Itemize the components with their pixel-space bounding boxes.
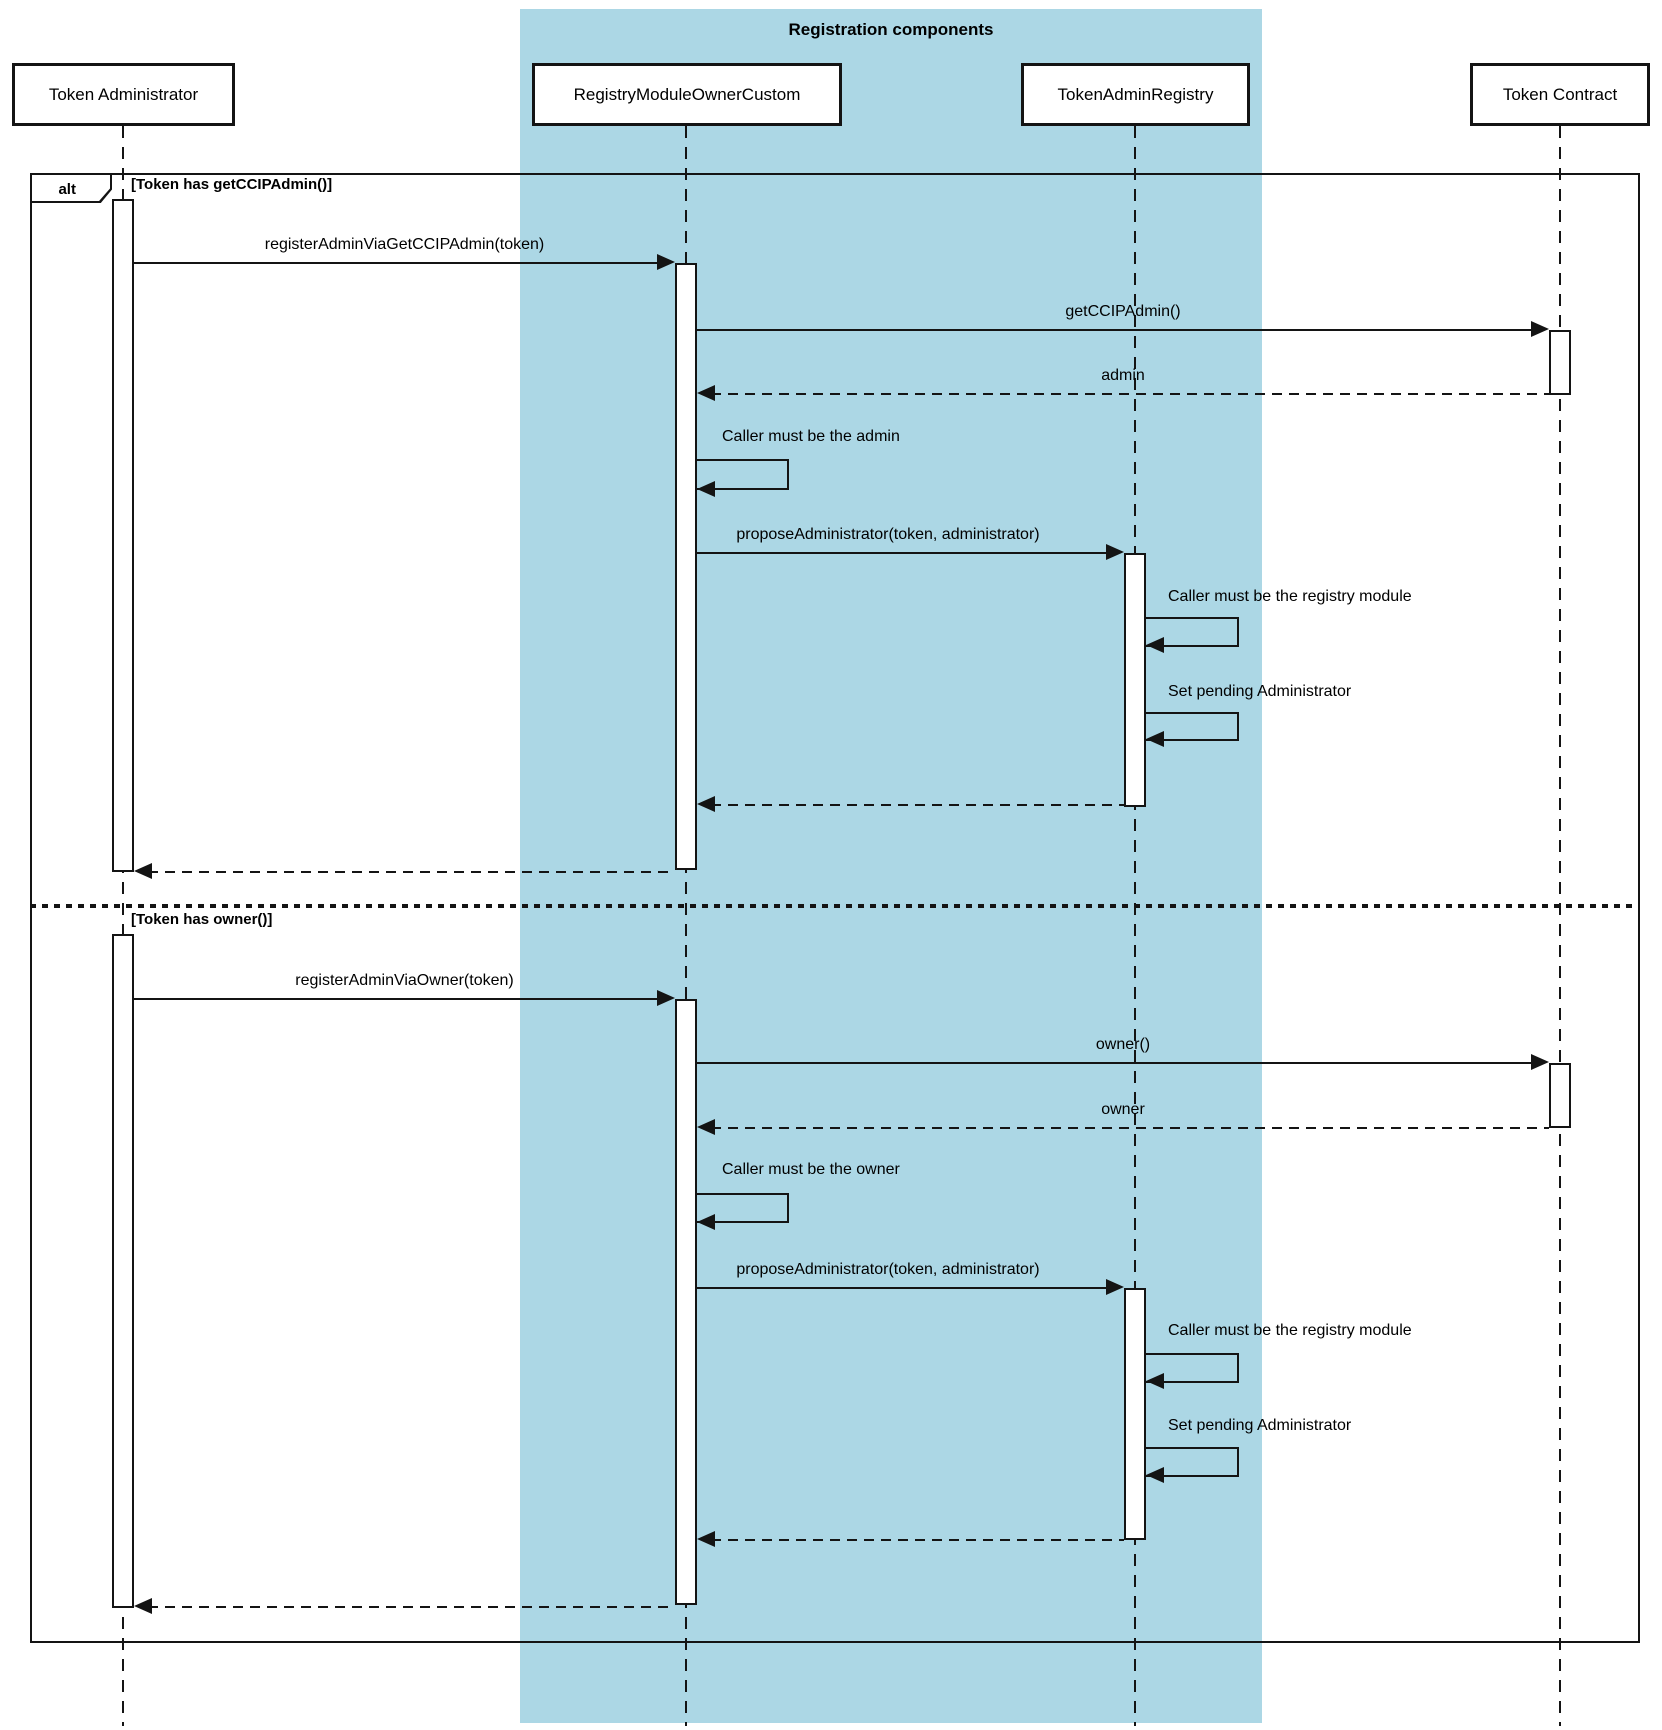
arrowhead-icon bbox=[1106, 1279, 1124, 1295]
lifeline-token-administrator bbox=[122, 126, 124, 1726]
message-label: Set pending Administrator bbox=[1168, 683, 1352, 700]
return-line-tar-to-rmoc-2 bbox=[711, 1539, 1124, 1541]
participant-token-admin-registry: TokenAdminRegistry bbox=[1021, 63, 1250, 126]
message-label: registerAdminViaOwner(token) bbox=[295, 972, 514, 989]
arrowhead-icon bbox=[1146, 637, 1164, 653]
activation-rmoc-1 bbox=[675, 263, 697, 870]
message-line-register-admin-via-owner bbox=[134, 998, 661, 1000]
guard-has-owner: [Token has owner()] bbox=[131, 911, 273, 928]
self-message-loop bbox=[1146, 1447, 1239, 1477]
arrowhead-icon bbox=[697, 1119, 715, 1135]
alt-section-divider bbox=[30, 904, 1640, 908]
group-title: Registration components bbox=[788, 20, 994, 39]
alt-operator-tab-fill bbox=[32, 175, 110, 201]
activation-rmoc-2 bbox=[675, 999, 697, 1605]
alt-operator-tab: alt bbox=[32, 175, 112, 203]
arrowhead-icon bbox=[1531, 321, 1549, 337]
participant-token-administrator: Token Administrator bbox=[12, 63, 235, 126]
arrowhead-icon bbox=[697, 481, 715, 497]
arrowhead-icon bbox=[1146, 1373, 1164, 1389]
guard-get-ccip-admin: [Token has getCCIPAdmin()] bbox=[131, 176, 333, 193]
arrowhead-icon bbox=[134, 863, 152, 879]
self-message-loop bbox=[1146, 712, 1239, 741]
return-line-rmoc-to-admin bbox=[148, 871, 675, 873]
message-label: Caller must be the owner bbox=[722, 1161, 900, 1178]
arrowhead-icon bbox=[1146, 1467, 1164, 1483]
message-label: getCCIPAdmin() bbox=[1065, 303, 1181, 320]
message-line-owner bbox=[697, 1062, 1535, 1064]
lifeline-token-admin-registry bbox=[1134, 126, 1136, 1726]
arrowhead-icon bbox=[697, 385, 715, 401]
message-line-propose-administrator bbox=[697, 552, 1110, 554]
lifeline-registry-module-owner-custom bbox=[685, 126, 687, 1726]
participant-label: RegistryModuleOwnerCustom bbox=[573, 84, 801, 104]
message-line-get-ccip-admin bbox=[697, 329, 1535, 331]
return-line-admin bbox=[711, 393, 1549, 395]
arrowhead-icon bbox=[697, 796, 715, 812]
message-label: owner bbox=[1101, 1101, 1145, 1118]
message-label: Caller must be the registry module bbox=[1168, 1322, 1412, 1339]
message-label: admin bbox=[1101, 367, 1145, 384]
alt-frame bbox=[30, 173, 1640, 1643]
participant-label: TokenAdminRegistry bbox=[1057, 84, 1214, 104]
participant-label: Token Contract bbox=[1502, 84, 1618, 104]
participant-token-contract: Token Contract bbox=[1470, 63, 1650, 126]
activation-tar-2 bbox=[1124, 1288, 1146, 1540]
self-message-loop bbox=[697, 1193, 789, 1223]
arrowhead-icon bbox=[697, 1214, 715, 1230]
message-line-propose-administrator-2 bbox=[697, 1287, 1110, 1289]
activation-token-contract-2 bbox=[1549, 1063, 1571, 1128]
arrowhead-icon bbox=[1106, 544, 1124, 560]
message-label: Caller must be the admin bbox=[722, 428, 900, 445]
message-line-register-admin-via-get-ccip-admin bbox=[134, 262, 661, 264]
arrowhead-icon bbox=[697, 1531, 715, 1547]
self-message-loop bbox=[1146, 617, 1239, 647]
message-label: Caller must be the registry module bbox=[1168, 588, 1412, 605]
lifeline-token-contract bbox=[1559, 126, 1561, 1726]
arrowhead-icon bbox=[657, 254, 675, 270]
activation-token-contract-1 bbox=[1549, 330, 1571, 395]
self-message-loop bbox=[697, 459, 789, 490]
return-line-tar-to-rmoc bbox=[711, 804, 1124, 806]
arrowhead-icon bbox=[134, 1598, 152, 1614]
activation-tar-1 bbox=[1124, 553, 1146, 807]
arrowhead-icon bbox=[657, 990, 675, 1006]
self-message-loop bbox=[1146, 1353, 1239, 1383]
message-label: owner() bbox=[1095, 1036, 1151, 1053]
message-label: registerAdminViaGetCCIPAdmin(token) bbox=[264, 236, 545, 253]
arrowhead-icon bbox=[1531, 1054, 1549, 1070]
alt-operator-label: alt bbox=[58, 180, 76, 198]
participant-registry-module-owner-custom: RegistryModuleOwnerCustom bbox=[532, 63, 842, 126]
activation-token-administrator-1 bbox=[112, 199, 134, 872]
message-label: proposeAdministrator(token, administrato… bbox=[736, 1261, 1040, 1278]
participant-label: Token Administrator bbox=[48, 84, 199, 104]
return-line-owner bbox=[711, 1127, 1549, 1129]
message-label: proposeAdministrator(token, administrato… bbox=[736, 526, 1040, 543]
arrowhead-icon bbox=[1146, 731, 1164, 747]
return-line-rmoc-to-admin-2 bbox=[148, 1606, 675, 1608]
message-label: Set pending Administrator bbox=[1168, 1417, 1352, 1434]
activation-token-administrator-2 bbox=[112, 934, 134, 1608]
